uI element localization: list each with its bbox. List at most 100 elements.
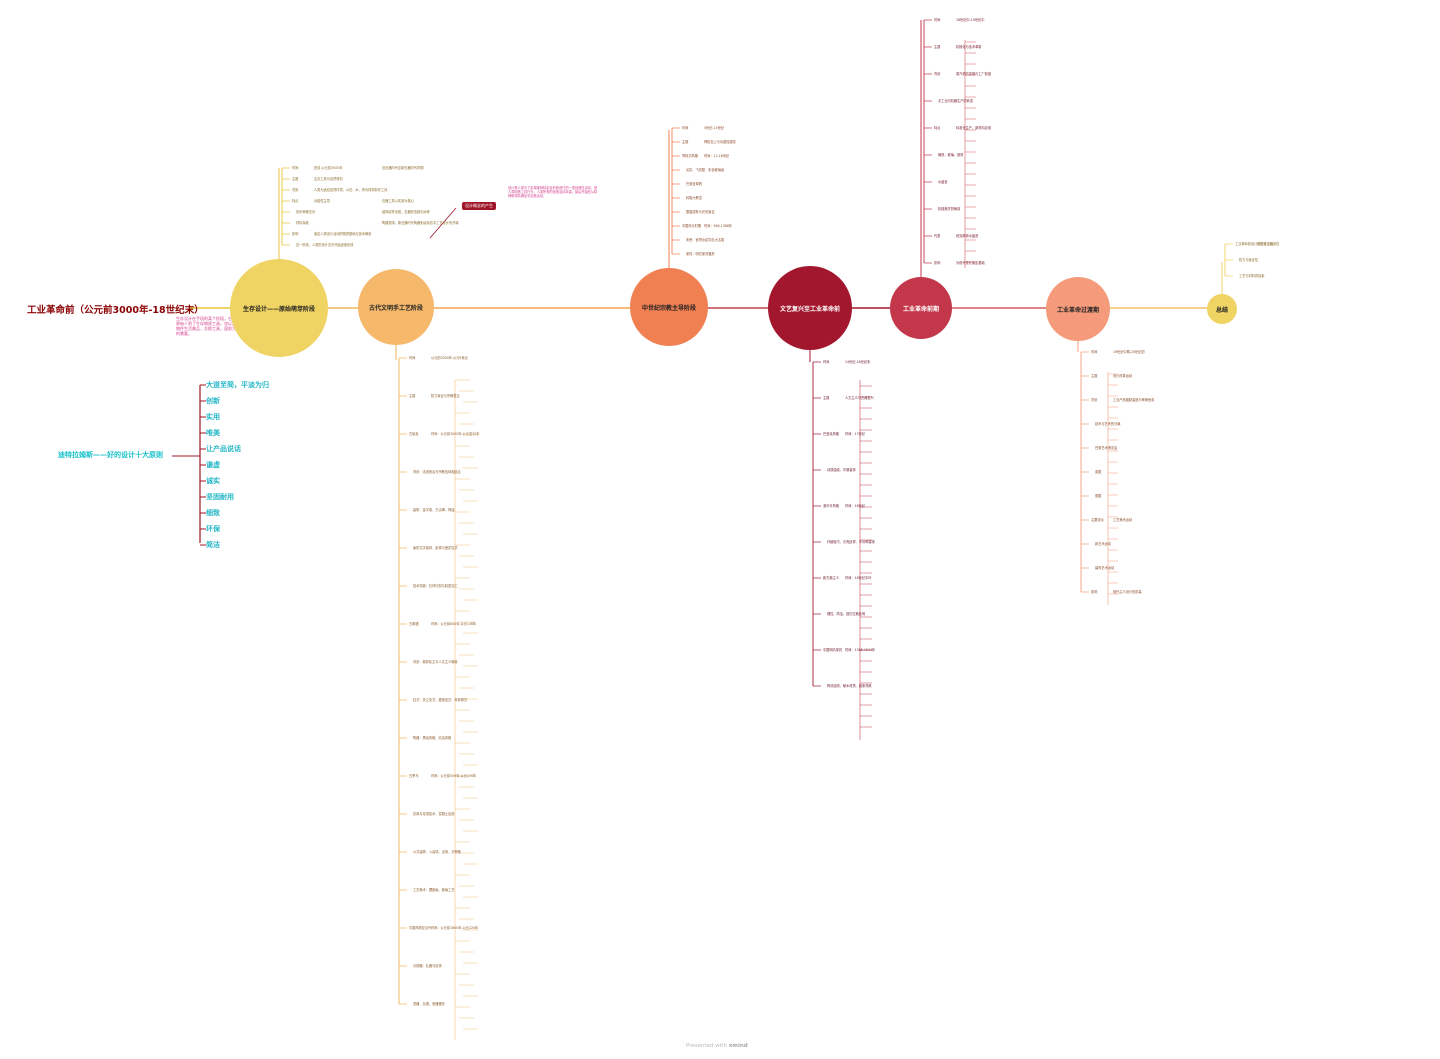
renaissance-item-value[interactable]: 时间：18世纪中叶	[845, 576, 872, 580]
medieval-item-value[interactable]: 5世纪-15世纪	[704, 126, 724, 130]
renaissance-item-value[interactable]: 榫卯结构、硬木材质、线条简练	[827, 684, 872, 688]
primitive-item-key[interactable]: 背景	[292, 188, 299, 192]
transition-item-key[interactable]: 影响	[1091, 590, 1098, 594]
phase-early-industrial[interactable]: 工业革命前期	[890, 277, 952, 339]
ancient-item-value[interactable]: 青铜器：礼器与纹饰	[413, 964, 442, 968]
ancient-item-value[interactable]: 背景：城邦民主与人文主义萌芽	[413, 660, 458, 664]
early-industrial-item-key[interactable]: 时间	[934, 18, 941, 22]
rams-item[interactable]: 实用	[206, 413, 220, 421]
transition-item-value[interactable]: 设计改革运动	[1113, 374, 1133, 378]
transition-item-value[interactable]: 现代主义设计的前奏	[1113, 590, 1142, 594]
ancient-item-value[interactable]: 时间：公元前1600年-公元220年	[431, 926, 479, 930]
ancient-item-value[interactable]: 背景：法老统治与宗教信仰相结合	[413, 470, 461, 474]
renaissance-item-value[interactable]: 14世纪-18世纪末	[845, 360, 871, 364]
medieval-item-value[interactable]: 神权至上与功能性服务	[704, 140, 736, 144]
medieval-item-key[interactable]: 时间	[682, 126, 689, 130]
medieval-item-value[interactable]: 垂直线条与光的象征	[686, 210, 715, 214]
callout-tag[interactable]: 设计概念的产生	[462, 202, 496, 210]
primitive-item-value[interactable]: 初步审美意识	[296, 210, 316, 214]
ancient-item-key[interactable]: 古埃及	[409, 432, 419, 436]
medieval-item-value[interactable]: 尖拱、飞扶壁、彩色玻璃窗	[686, 168, 725, 172]
ancient-item-key[interactable]: 主题	[409, 394, 416, 398]
rams-item[interactable]: 谦虚	[206, 461, 220, 469]
early-industrial-item-key[interactable]: 特点	[934, 126, 941, 130]
primitive-item-key[interactable]: 影响	[292, 232, 299, 236]
transition-item-key[interactable]: 背景	[1091, 398, 1098, 402]
transition-item-value[interactable]: 英国	[1095, 470, 1102, 474]
rams-title[interactable]: 迪特拉姆斯——好的设计十大原则	[58, 451, 163, 459]
early-industrial-item-key[interactable]: 主题	[934, 45, 941, 49]
renaissance-item-value[interactable]: 时间：17世纪	[845, 432, 865, 436]
ancient-item-value[interactable]: 象形文字装饰、纸草与莲花柱式	[413, 546, 458, 550]
early-industrial-item-value[interactable]: 机械化与技术革新	[956, 45, 982, 49]
ancient-item-value[interactable]: 时间：公元前509年-公元476年	[431, 774, 477, 778]
renaissance-item-key[interactable]: 主题	[823, 396, 830, 400]
phase-renaissance[interactable]: 文艺复兴至工业革命前	[768, 266, 852, 350]
primitive-item-extra[interactable]: 石器工具以实用为核心	[382, 199, 414, 203]
ancient-item-value[interactable]: 技术突破：石材切割与精密加工	[413, 584, 458, 588]
early-industrial-item-value[interactable]: 水晶宫	[938, 180, 948, 184]
primitive-item-value[interactable]: 奠定人类设计活动的物质基础与技术萌芽	[314, 232, 372, 236]
rams-item[interactable]: 诚实	[206, 477, 220, 485]
ancient-item-value[interactable]: 漆器、丝绸、瓷器雏形	[413, 1002, 445, 1006]
ancient-item-key[interactable]: 古罗马	[409, 774, 419, 778]
renaissance-item-value[interactable]: 人文主义与古典复兴	[845, 396, 874, 400]
renaissance-item-key[interactable]: 洛可可风格	[823, 504, 839, 508]
rams-item[interactable]: 环保	[206, 525, 220, 533]
primitive-item-key[interactable]: 主题	[292, 177, 299, 181]
ancient-item-value[interactable]: 时间：公元前3000年-公元前30年	[431, 432, 480, 436]
primitive-item-value[interactable]: 人类为适应自然环境，以石、木、骨为材料制作工具	[314, 188, 388, 192]
medieval-item-value[interactable]: 宋瓷：官哥汝定钧五大名窑	[686, 238, 725, 242]
summary-item-value[interactable]: 权力与象征性	[1239, 258, 1259, 262]
early-industrial-item-key[interactable]: 代表	[934, 234, 941, 238]
transition-item-value[interactable]: 19世纪中期-20世纪初	[1113, 350, 1145, 354]
transition-item-value[interactable]: 装饰艺术运动	[1095, 566, 1115, 570]
rams-item[interactable]: 细致	[206, 509, 220, 517]
ancient-item-value[interactable]: 陶器：黑绘风格、红绘风格	[413, 736, 452, 740]
early-industrial-item-value[interactable]: 18世纪中-19世纪中	[956, 18, 985, 22]
phase-ancient[interactable]: 古代文明手工艺阶段	[358, 269, 434, 345]
renaissance-item-key[interactable]: 巴洛克风格	[823, 432, 839, 436]
rams-item[interactable]: 创新	[206, 397, 220, 405]
summary-item-value[interactable]: 工艺与材料的探索	[1239, 274, 1265, 278]
phase-transition[interactable]: 工业革命过渡期	[1046, 277, 1110, 341]
root-topic[interactable]: 工业革命前（公元前3000年-18世纪末）	[27, 305, 204, 316]
transition-item-value[interactable]: 新艺术运动	[1095, 542, 1111, 546]
renaissance-item-value[interactable]: 时间：1368-1644年	[845, 648, 876, 652]
transition-item-value[interactable]: 工业产品粗制滥造与审美危机	[1113, 398, 1155, 402]
medieval-item-key[interactable]: 中国宋元时期	[682, 224, 702, 228]
ancient-item-value[interactable]: 柱式：多立克式、爱奥尼式、科林斯式	[413, 698, 468, 702]
primitive-item-extra[interactable]: 陶器发明，新石器时代陶器彩绘标志手工艺设计的开端	[382, 221, 459, 225]
rams-item[interactable]: 让产品说话	[206, 445, 241, 453]
ancient-item-value[interactable]: 公共建筑：斗兽场、浴场、万神殿	[413, 850, 461, 854]
renaissance-item-value[interactable]: 纤细轻巧、贝壳纹样、不对称装饰	[827, 540, 875, 544]
early-industrial-item-value[interactable]: 机械美学的萌芽	[938, 207, 961, 211]
ancient-item-key[interactable]: 中国商周至汉代	[409, 926, 432, 930]
renaissance-item-value[interactable]: 动感曲线、华丽装饰	[827, 468, 856, 472]
ancient-item-key[interactable]: 古希腊	[409, 622, 419, 626]
phase-summary[interactable]: 总结	[1207, 294, 1237, 324]
primitive-item-key[interactable]: 特点	[292, 199, 299, 203]
transition-item-key[interactable]: 主要流派	[1091, 518, 1104, 522]
ancient-item-key[interactable]: 时间	[409, 356, 416, 360]
early-industrial-item-value[interactable]: 手工业向机器生产的转变	[938, 99, 974, 103]
ancient-item-value[interactable]: 时间：公元前800年-公元146年	[431, 622, 477, 626]
summary-item-key[interactable]: 工业革命前设计的三大主线	[1235, 242, 1274, 246]
ancient-item-value[interactable]: 工艺美术：镶嵌画、玻璃工艺	[413, 888, 455, 892]
early-industrial-item-value[interactable]: 铸铁、玻璃、钢材	[938, 153, 964, 157]
medieval-item-key[interactable]: 哥特式风格	[682, 154, 698, 158]
rams-item[interactable]: 唯美	[206, 429, 220, 437]
early-industrial-item-value[interactable]: 帕克斯顿水晶宫	[956, 234, 979, 238]
primitive-item-extra[interactable]: 旧石器时代至新石器时代早期	[382, 166, 424, 170]
early-industrial-item-value[interactable]: 标准化生产、新材料应用	[956, 126, 992, 130]
phase-primitive[interactable]: 生存设计——原始萌芽阶段	[230, 259, 328, 357]
ancient-item-value[interactable]: 公元前3000年-公元5世纪	[431, 356, 468, 360]
early-industrial-item-value[interactable]: 蒸汽机的发明与工厂制度	[956, 72, 992, 76]
rams-item[interactable]: 大道至简，平淡为归	[206, 381, 269, 389]
ancient-item-value[interactable]: 建筑：金字塔、方尖碑、神庙	[413, 508, 455, 512]
rams-item[interactable]: 简洁	[206, 541, 220, 549]
primitive-item-key[interactable]: 时间	[292, 166, 299, 170]
transition-item-key[interactable]: 主题	[1091, 374, 1098, 378]
summary-item-value[interactable]: 功能性与实用性	[1257, 242, 1280, 246]
primitive-item-value[interactable]: 材料探索	[296, 221, 309, 225]
